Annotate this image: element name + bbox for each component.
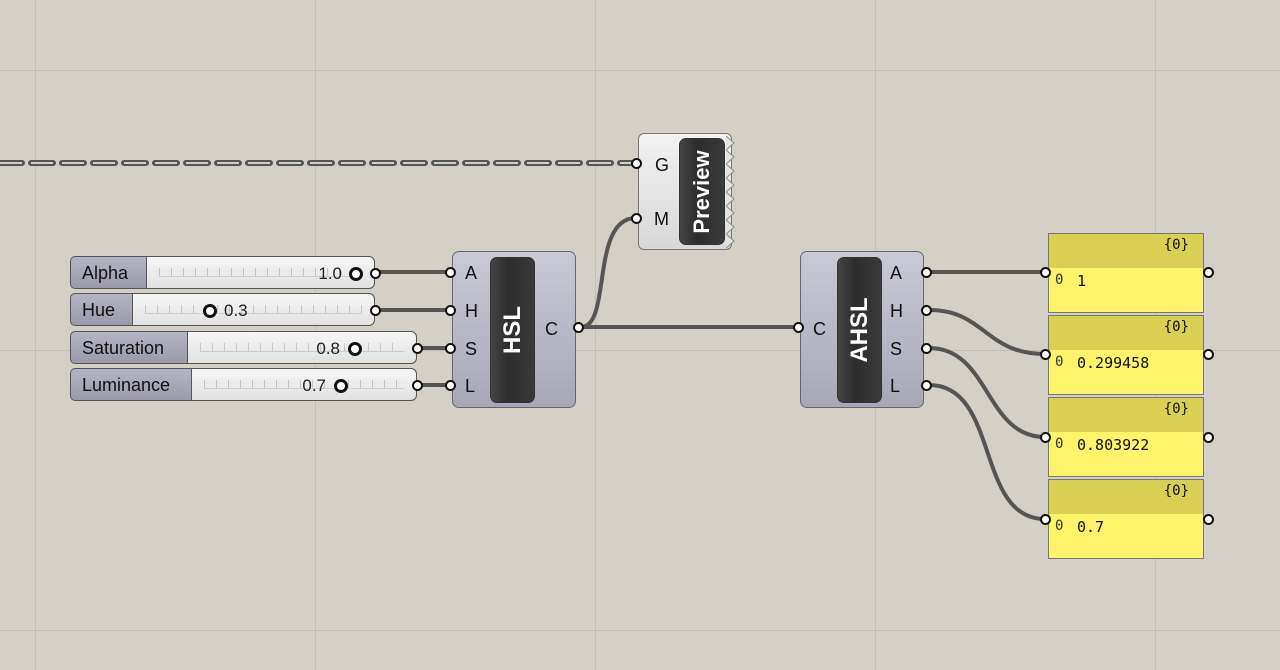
hsl-title-text: HSL (498, 306, 526, 354)
slider-knob[interactable] (203, 304, 217, 318)
slider-value: 0.7 (302, 376, 326, 395)
panel-header (1049, 234, 1203, 268)
output-port[interactable] (412, 343, 423, 354)
ahsl-output-s[interactable]: S (890, 339, 903, 359)
input-port[interactable] (1040, 349, 1051, 360)
ahsl-input-c[interactable]: C (813, 319, 826, 339)
grid-line (35, 0, 36, 670)
output-port[interactable] (921, 380, 932, 391)
grid-line (0, 350, 1280, 351)
output-port[interactable] (921, 305, 932, 316)
slider-ticks (159, 268, 362, 277)
input-port[interactable] (631, 213, 642, 224)
ahsl-output-h[interactable]: H (890, 301, 903, 321)
output-port[interactable] (412, 380, 423, 391)
panel-index: 0 (1055, 436, 1064, 452)
input-port[interactable] (445, 267, 456, 278)
hsl-input-s[interactable]: S (465, 339, 478, 359)
panel-header (1049, 316, 1203, 350)
panel-header (1049, 480, 1203, 514)
ahsl-output-a[interactable]: A (890, 263, 903, 283)
slider-label: Alpha (70, 256, 147, 289)
panel-index: 0 (1055, 354, 1064, 370)
panel-path: {0} (1163, 483, 1189, 499)
input-port[interactable] (1040, 432, 1051, 443)
slider-ticks (200, 343, 404, 352)
preview-component[interactable]: Preview G M (638, 133, 732, 250)
output-port[interactable] (1203, 432, 1214, 443)
slider-label: Luminance (70, 368, 192, 401)
slider-track[interactable]: 0.7 (192, 368, 417, 401)
slider-value: 0.8 (316, 339, 340, 358)
output-port[interactable] (921, 343, 932, 354)
panel-path: {0} (1163, 401, 1189, 417)
slider-value: 1.0 (318, 264, 342, 283)
grid-line (595, 0, 596, 670)
output-port[interactable] (921, 267, 932, 278)
slider-track[interactable]: 1.0 (147, 256, 375, 289)
input-port[interactable] (1040, 267, 1051, 278)
output-port[interactable] (573, 322, 584, 333)
preview-zigzag (726, 136, 735, 248)
hsl-output-c[interactable]: C (545, 319, 558, 339)
panel-header (1049, 398, 1203, 432)
grid-line (0, 70, 1280, 71)
output-port[interactable] (1203, 349, 1214, 360)
input-port[interactable] (445, 305, 456, 316)
slider-knob[interactable] (334, 379, 348, 393)
panel-value: 0.7 (1077, 518, 1105, 536)
slider-track[interactable]: 0.3 (133, 293, 375, 326)
slider-ticks (145, 305, 362, 314)
panel-value: 0.299458 (1077, 354, 1150, 372)
slider-knob[interactable] (348, 342, 362, 356)
slider-hue[interactable]: Hue 0.3 (70, 293, 381, 328)
output-port[interactable] (370, 305, 381, 316)
panel-alpha[interactable]: {0} 0 1 (1048, 233, 1204, 313)
panel-luminance[interactable]: {0} 0 0.7 (1048, 479, 1204, 559)
output-port[interactable] (1203, 267, 1214, 278)
input-port[interactable] (1040, 514, 1051, 525)
hsl-input-a[interactable]: A (465, 263, 478, 283)
preview-input-m[interactable]: M (654, 209, 669, 229)
hsl-component[interactable]: HSL A H S L C (452, 251, 576, 408)
panel-saturation[interactable]: {0} 0 0.803922 (1048, 397, 1204, 477)
input-port[interactable] (445, 380, 456, 391)
slider-label: Hue (70, 293, 133, 326)
hsl-input-h[interactable]: H (465, 301, 478, 321)
panel-index: 0 (1055, 272, 1064, 288)
slider-saturation[interactable]: Saturation 0.8 (70, 331, 423, 366)
grid-line (0, 630, 1280, 631)
panel-path: {0} (1163, 237, 1189, 253)
slider-label: Saturation (70, 331, 188, 364)
panel-hue[interactable]: {0} 0 0.299458 (1048, 315, 1204, 395)
output-port[interactable] (1203, 514, 1214, 525)
slider-luminance[interactable]: Luminance 0.7 (70, 368, 423, 403)
preview-input-g[interactable]: G (655, 155, 670, 175)
panel-index: 0 (1055, 518, 1064, 534)
panel-value: 1 (1077, 272, 1087, 290)
input-port[interactable] (631, 158, 642, 169)
slider-ticks (204, 380, 404, 389)
panel-value: 0.803922 (1077, 436, 1150, 454)
input-port[interactable] (445, 343, 456, 354)
input-port[interactable] (793, 322, 804, 333)
slider-track[interactable]: 0.8 (188, 331, 417, 364)
slider-value: 0.3 (224, 301, 248, 320)
ahsl-output-l[interactable]: L (890, 376, 901, 396)
preview-title-text: Preview (689, 149, 714, 234)
preview-title[interactable]: Preview (679, 138, 725, 245)
slider-knob[interactable] (349, 267, 363, 281)
hsl-title[interactable]: HSL (490, 257, 535, 403)
slider-alpha[interactable]: Alpha 1.0 (70, 256, 381, 291)
ahsl-title[interactable]: AHSL (837, 257, 882, 403)
output-port[interactable] (370, 268, 381, 279)
hsl-input-l[interactable]: L (465, 376, 476, 396)
panel-path: {0} (1163, 319, 1189, 335)
ahsl-component[interactable]: AHSL C A H S L (800, 251, 924, 408)
ahsl-title-text: AHSL (845, 297, 873, 363)
